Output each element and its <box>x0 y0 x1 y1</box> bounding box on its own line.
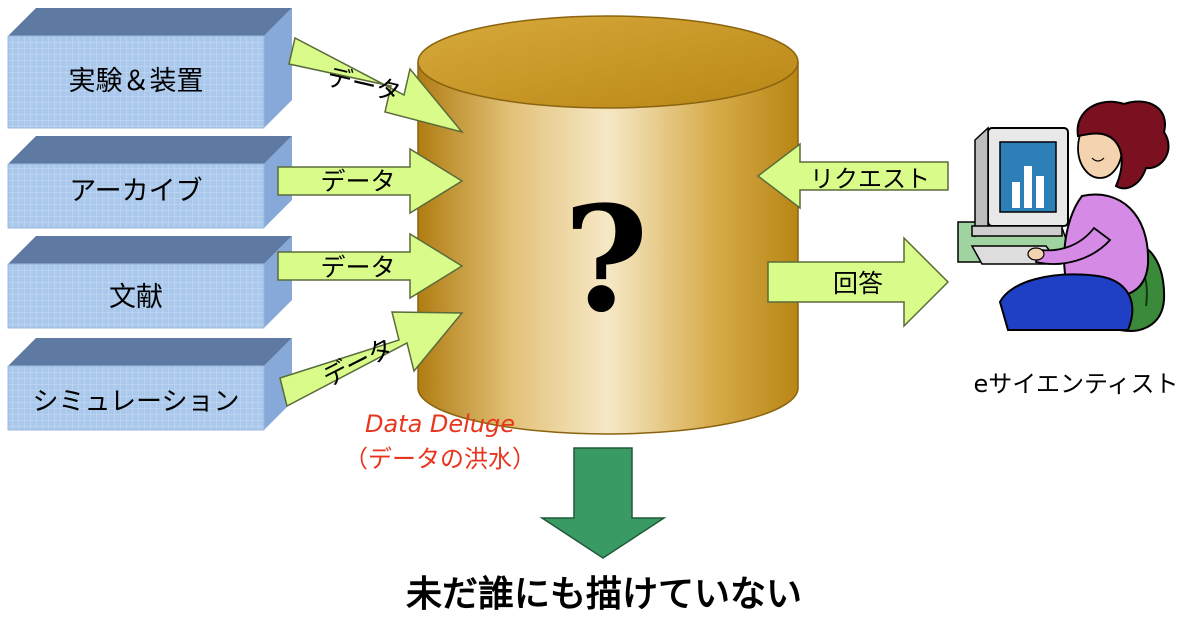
data-arrow-label: データ <box>318 332 398 392</box>
box-side <box>264 338 292 430</box>
box-top <box>8 136 292 164</box>
arrow-shape <box>279 311 464 408</box>
box-front <box>7 263 265 329</box>
arrow-shape <box>756 142 949 210</box>
request-arrow: リクエスト <box>756 142 949 210</box>
box-front <box>7 35 265 129</box>
source-label: 文献 <box>109 282 163 313</box>
source-label: 実験＆装置 <box>69 66 204 97</box>
source-label: シミュレーション <box>33 387 240 417</box>
cylinder-body <box>417 61 799 435</box>
down-arrow <box>539 447 667 559</box>
cylinder-top <box>417 15 799 109</box>
person-hair <box>1076 100 1170 190</box>
request-label: リクエスト <box>810 165 930 193</box>
question-mark: ? <box>564 175 649 345</box>
source-box-experiment: 実験＆装置 <box>7 8 292 129</box>
box-top <box>8 236 292 264</box>
answer-label: 回答 <box>833 269 883 298</box>
person-skirt <box>998 273 1134 331</box>
scientist-illustration <box>957 100 1170 332</box>
source-box-literature: 文献 <box>7 236 292 329</box>
data-arrow-3: データ <box>277 232 464 300</box>
source-box-simulation: シミュレーション <box>7 338 292 431</box>
scientist-caption: eサイエンティスト <box>973 370 1178 398</box>
deluge-title: Data Deluge <box>365 410 515 438</box>
deluge-subtitle: （データの洪水） <box>344 445 536 473</box>
data-arrow-2: データ <box>277 147 464 215</box>
arrow-shape <box>767 236 950 328</box>
box-front <box>7 365 265 431</box>
source-box-archive: アーカイブ <box>7 136 292 229</box>
conclusion-text: 未だ誰にも描けていない <box>406 574 802 615</box>
box-top <box>8 8 292 36</box>
database-cylinder: ? <box>417 15 799 435</box>
box-side <box>264 8 292 128</box>
person-arm <box>1034 226 1112 265</box>
data-arrow-label: データ <box>320 253 395 282</box>
person-hand <box>1027 247 1045 261</box>
arrow-shape <box>277 232 464 300</box>
arrow-shape <box>277 147 464 215</box>
arrow-shape <box>288 36 465 134</box>
answer-arrow: 回答 <box>767 236 950 328</box>
box-front <box>7 163 265 229</box>
data-arrow-label: データ <box>320 167 395 196</box>
data-arrow-label: データ <box>324 62 404 107</box>
box-top <box>8 338 292 366</box>
source-label: アーカイブ <box>69 176 202 207</box>
person-body <box>1063 193 1150 298</box>
